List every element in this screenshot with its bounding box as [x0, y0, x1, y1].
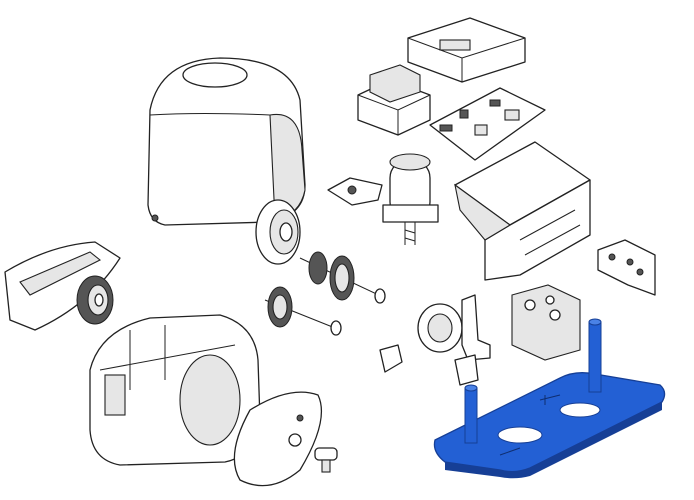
- transformer[interactable]: [357, 64, 431, 136]
- drive-pinion[interactable]: [76, 275, 114, 325]
- switch-block[interactable]: [511, 284, 581, 361]
- side-cover[interactable]: [4, 241, 121, 331]
- inspection-cover[interactable]: [233, 391, 323, 487]
- gear-shaft-upper[interactable]: [299, 251, 386, 304]
- limit-bracket[interactable]: [597, 239, 656, 296]
- release-knob[interactable]: [314, 447, 338, 473]
- motor-flange[interactable]: [327, 177, 383, 206]
- control-box[interactable]: [407, 17, 526, 83]
- gearbox-housing[interactable]: [89, 314, 261, 466]
- gear-shaft-lower[interactable]: [264, 286, 342, 336]
- electric-motor[interactable]: [382, 153, 439, 245]
- base-plate[interactable]: [433, 318, 666, 479]
- pulley-disc[interactable]: [255, 199, 301, 265]
- limit-switch-assembly[interactable]: [379, 294, 491, 386]
- mounting-bracket[interactable]: [454, 141, 591, 281]
- circuit-board[interactable]: [429, 87, 546, 161]
